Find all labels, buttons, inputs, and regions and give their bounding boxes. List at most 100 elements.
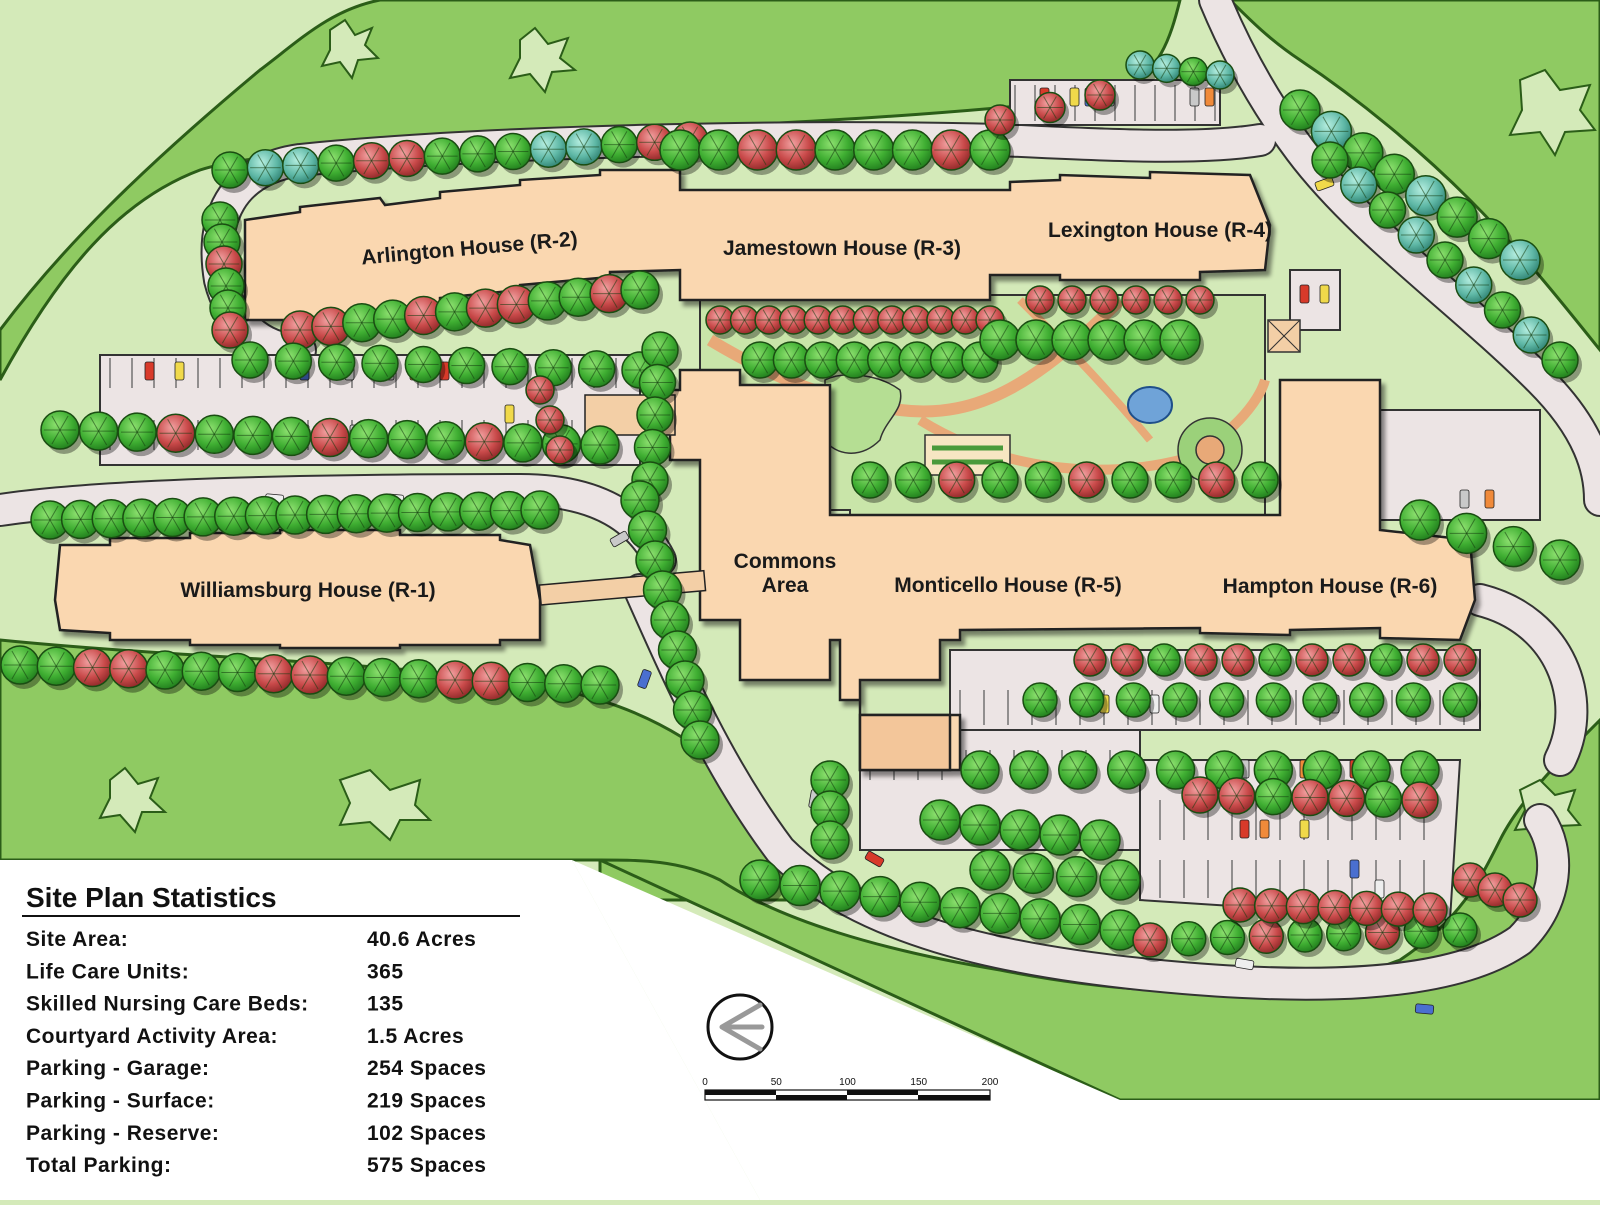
label-hampton-house: Hampton House (R-6) <box>1223 575 1438 598</box>
tree-icon <box>40 410 83 454</box>
tree-icon <box>1184 643 1221 681</box>
tree-icon <box>859 875 904 922</box>
tree-icon <box>698 129 743 175</box>
tree-icon <box>1285 888 1325 929</box>
tree-icon <box>981 461 1022 503</box>
tree-icon <box>741 341 782 383</box>
car-icon <box>1484 489 1495 509</box>
clearing <box>508 26 578 94</box>
tree-icon <box>754 305 788 339</box>
northeast-woods <box>1227 0 1600 353</box>
scale-tick-label: 0 <box>702 1077 708 1088</box>
car-icon <box>1314 176 1335 192</box>
car-icon <box>174 361 185 381</box>
stats-row-value: 575 Spaces <box>367 1154 486 1177</box>
tree-icon <box>1181 776 1222 818</box>
buildings <box>53 168 1477 772</box>
tree-icon <box>1057 285 1090 319</box>
tree-icon <box>1455 266 1496 308</box>
scale-tick-label: 50 <box>771 1077 783 1088</box>
tree-icon <box>851 461 892 503</box>
tree-icon <box>1443 643 1480 681</box>
tree-icon <box>1399 499 1444 545</box>
tree-icon <box>1348 682 1388 722</box>
car-icon <box>1459 489 1470 509</box>
tree-icon <box>352 142 394 184</box>
label-jamestown-house: Jamestown House (R-3) <box>723 237 961 260</box>
gazebo <box>1195 435 1225 465</box>
tree-icon <box>580 425 623 469</box>
tree-icon <box>899 881 944 928</box>
tree-icon <box>1217 777 1259 819</box>
tree-icon <box>1171 921 1210 961</box>
tree-icon <box>959 804 1004 850</box>
car-icon <box>144 361 155 381</box>
tree-icon <box>1254 777 1296 820</box>
tree-icon <box>1205 60 1238 94</box>
north-woods <box>0 0 1182 381</box>
tree-icon <box>1221 643 1258 681</box>
tree-icon <box>435 660 478 704</box>
tree-icon <box>960 750 1003 794</box>
tree-icon <box>772 341 814 383</box>
tree-icon <box>348 418 392 463</box>
stats-row-label: Parking - Surface: <box>26 1090 215 1113</box>
tree-icon <box>507 662 551 707</box>
tree-icon <box>494 132 536 175</box>
tree-icon <box>489 490 533 535</box>
tree-icon <box>580 665 623 709</box>
tree-icon <box>1483 291 1525 333</box>
scale-tick-label: 100 <box>839 1077 856 1088</box>
tree-icon <box>969 849 1014 895</box>
trees <box>0 50 1584 962</box>
car-icon <box>1189 87 1200 107</box>
tree-icon <box>1340 166 1381 208</box>
tree-icon <box>1326 916 1365 956</box>
stats-title: Site Plan Statistics <box>26 882 277 913</box>
building-labels: Arlington House (R-2) Jamestown House (R… <box>180 219 1437 602</box>
car-icon <box>1204 87 1215 107</box>
tree-icon <box>529 130 571 173</box>
tree-icon <box>1073 643 1110 681</box>
pond <box>1127 386 1173 424</box>
tree-icon <box>1332 643 1369 681</box>
car-icon <box>504 404 515 424</box>
tree-icon <box>1039 814 1084 860</box>
car-icon <box>1259 819 1270 839</box>
tree-icon <box>898 341 940 383</box>
tree-icon <box>1302 682 1341 722</box>
tree-icon <box>1079 819 1124 865</box>
tree-icon <box>1067 461 1109 503</box>
tree-icon <box>1110 643 1147 681</box>
stats-panel-background <box>0 860 760 1200</box>
tree-icon <box>109 649 152 693</box>
tree-icon <box>1401 781 1442 823</box>
tree-icon <box>969 129 1014 175</box>
tree-icon <box>929 341 971 383</box>
car-icon <box>1319 284 1330 304</box>
clearing <box>320 18 381 81</box>
tree-icon <box>919 799 964 845</box>
tree-icon <box>425 420 469 465</box>
tree-icon <box>326 656 370 701</box>
tree-icon <box>577 350 619 392</box>
tree-icon <box>36 646 80 691</box>
tree-icon <box>814 129 859 175</box>
tree-icon <box>274 342 316 385</box>
tree-icon <box>1147 643 1184 681</box>
tree-icon <box>1502 882 1541 922</box>
tree-icon <box>233 415 276 460</box>
tree-icon <box>866 341 908 383</box>
tree-icon <box>1492 525 1538 572</box>
tree-icon <box>979 319 1024 365</box>
tree-icon <box>1400 750 1443 794</box>
tree-icon <box>1197 461 1239 503</box>
tree-icon <box>535 405 568 439</box>
stats-row-value: 365 <box>367 960 404 983</box>
clearing <box>338 768 433 842</box>
entry-canopy <box>858 713 952 772</box>
tree-icon <box>194 414 238 459</box>
tree-icon <box>1024 461 1066 503</box>
tree-icon <box>1255 682 1295 722</box>
tree-icon <box>544 664 587 708</box>
